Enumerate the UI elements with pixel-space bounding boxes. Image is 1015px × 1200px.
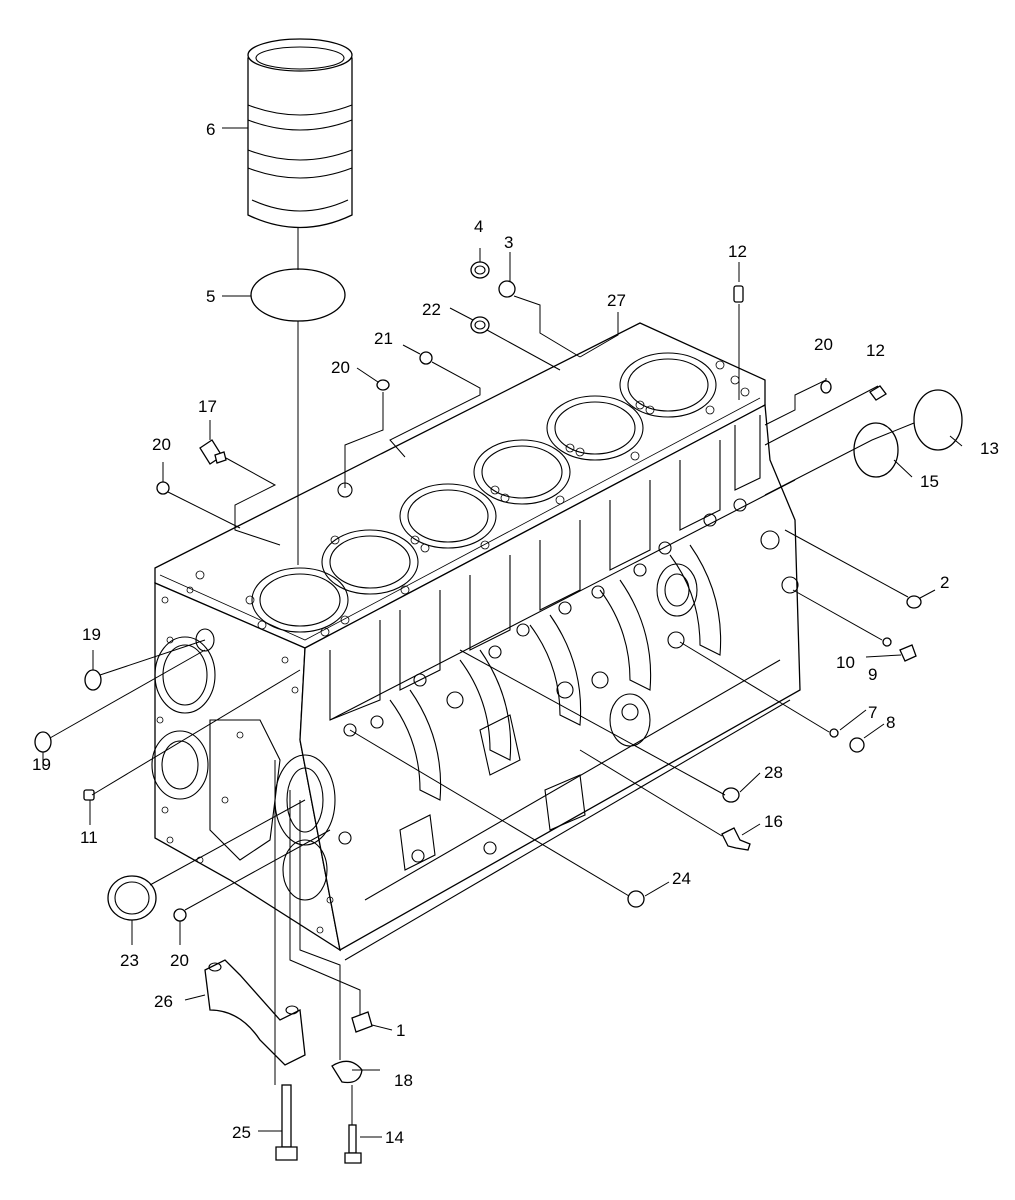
callout-23: 23 — [120, 951, 139, 970]
callout-9: 9 — [868, 665, 877, 684]
liner-o-ring — [250, 268, 346, 322]
callout-22: 22 — [422, 300, 441, 319]
plug-4 — [470, 261, 490, 279]
callout-17: 17 — [198, 397, 217, 416]
plug-24 — [627, 890, 645, 908]
gasket-15 — [853, 422, 899, 478]
dowel-11 — [83, 789, 95, 801]
callout-4: 4 — [474, 217, 483, 236]
callout-28: 28 — [764, 763, 783, 782]
callout-7: 7 — [868, 703, 877, 722]
o-ring-20-bottom — [173, 908, 187, 922]
pin-12-top — [733, 285, 744, 303]
callout-25: 25 — [232, 1123, 251, 1142]
o-ring-20-right — [820, 380, 832, 394]
callout-19-lower: 19 — [32, 755, 51, 774]
callout-13: 13 — [980, 439, 999, 458]
ring-19-lower — [34, 731, 52, 753]
callout-1: 1 — [396, 1021, 405, 1040]
fitting-16 — [721, 827, 751, 851]
plug-9 — [899, 644, 917, 662]
bolt-14 — [344, 1124, 362, 1164]
callout-2: 2 — [940, 573, 949, 592]
callout-6: 6 — [206, 120, 215, 139]
seal-7 — [829, 728, 839, 738]
bearing-cap-26 — [204, 959, 306, 1066]
plug-8 — [849, 737, 865, 753]
callout-20-left: 20 — [152, 435, 171, 454]
plug-21 — [419, 351, 433, 365]
seal-3 — [498, 280, 516, 298]
leader-lines — [42, 127, 963, 1138]
callout-20-bottom: 20 — [170, 951, 189, 970]
cylinder-liner — [247, 38, 353, 229]
o-ring-20-top — [376, 379, 390, 391]
ring-19-upper — [84, 669, 102, 691]
callout-8: 8 — [886, 713, 895, 732]
plug-28 — [722, 787, 740, 803]
callout-5: 5 — [206, 287, 215, 306]
callout-20-top: 20 — [331, 358, 350, 377]
seal-10 — [882, 637, 892, 647]
callout-12-top: 12 — [728, 242, 747, 261]
o-ring-20-left — [156, 481, 170, 495]
callout-labels: 1 2 3 4 5 6 7 8 9 10 11 12 12 13 14 15 1… — [32, 120, 999, 1147]
callout-26: 26 — [154, 992, 173, 1011]
callout-18: 18 — [394, 1071, 413, 1090]
callout-10: 10 — [836, 653, 855, 672]
callout-15: 15 — [920, 472, 939, 491]
callout-19-upper: 19 — [82, 625, 101, 644]
pin-12-right — [869, 385, 887, 401]
flange-18 — [331, 1060, 363, 1084]
fitting-17 — [199, 439, 227, 465]
seal-23 — [107, 875, 157, 921]
callout-24: 24 — [672, 869, 691, 888]
callout-21: 21 — [374, 329, 393, 348]
plug-22 — [470, 316, 490, 334]
callout-3: 3 — [504, 233, 513, 252]
callout-16: 16 — [764, 812, 783, 831]
bolt-25 — [275, 1084, 298, 1161]
callout-11: 11 — [80, 828, 98, 847]
callout-20-right: 20 — [814, 335, 833, 354]
callout-14: 14 — [385, 1128, 404, 1147]
cover-13 — [913, 389, 963, 451]
callout-27: 27 — [607, 291, 626, 310]
callout-12-right: 12 — [866, 341, 885, 360]
cylinder-block — [151, 322, 801, 961]
bracket-1 — [351, 1011, 373, 1033]
plug-2 — [906, 595, 922, 609]
